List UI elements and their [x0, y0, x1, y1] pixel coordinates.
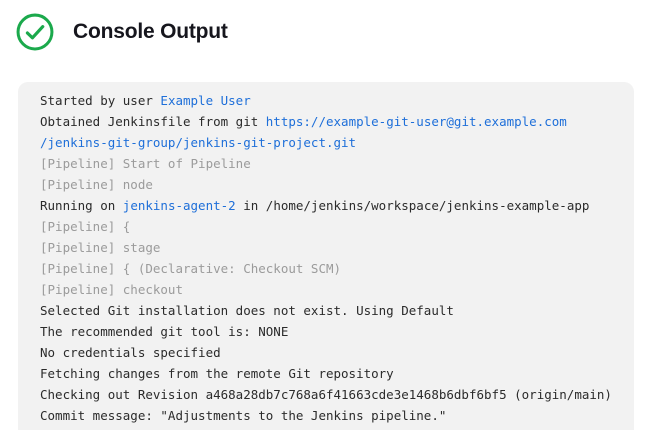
log-line: Commit message: "Adjustments to the Jenk… [40, 405, 620, 426]
log-text: The recommended git tool is: NONE [40, 324, 289, 339]
log-line: [Pipeline] stage [40, 237, 620, 258]
log-text-muted: [Pipeline] Start of Pipeline [40, 156, 251, 171]
log-text: Started by user [40, 93, 161, 108]
log-text: Running on [40, 198, 123, 213]
log-text-muted: [Pipeline] stage [40, 240, 161, 255]
page-title: Console Output [73, 20, 228, 43]
log-text: Fetching changes from the remote Git rep… [40, 366, 394, 381]
log-text-muted: [Pipeline] { [40, 219, 131, 234]
log-line: [Pipeline] checkout [40, 279, 620, 300]
page-header: Console Output [16, 12, 634, 52]
log-line: [Pipeline] { (Declarative: Checkout SCM) [40, 258, 620, 279]
log-link[interactable]: jenkins-agent-2 [122, 198, 236, 213]
log-text-muted: [Pipeline] checkout [40, 282, 183, 297]
log-line: Running on jenkins-agent-2 in /home/jenk… [40, 195, 620, 216]
log-text-muted: [Pipeline] node [40, 177, 153, 192]
log-line: [Pipeline] node [40, 174, 620, 195]
log-line: No credentials specified [40, 342, 620, 363]
log-line: Obtained Jenkinsfile from git https://ex… [40, 111, 620, 132]
log-line: Started by user Example User [40, 90, 620, 111]
log-line: Fetching changes from the remote Git rep… [40, 363, 620, 384]
log-text: Obtained Jenkinsfile from git [40, 114, 266, 129]
check-circle-icon [16, 13, 54, 51]
log-text: No credentials specified [40, 345, 221, 360]
log-link[interactable]: https://example-git-user@git.example.com [265, 114, 567, 129]
log-text-muted: [Pipeline] { (Declarative: Checkout SCM) [40, 261, 342, 276]
log-line: The recommended git tool is: NONE [40, 321, 620, 342]
log-line: Checking out Revision a468a28db7c768a6f4… [40, 384, 620, 405]
log-link[interactable]: /jenkins-git-group/jenkins-git-project.g… [40, 135, 357, 150]
log-line: Selected Git installation does not exist… [40, 300, 620, 321]
log-text: Selected Git installation does not exist… [40, 303, 454, 318]
log-line: /jenkins-git-group/jenkins-git-project.g… [40, 132, 620, 153]
log-line: [Pipeline] { [40, 216, 620, 237]
log-text: Commit message: "Adjustments to the Jenk… [40, 408, 447, 423]
log-line: [Pipeline] Start of Pipeline [40, 153, 620, 174]
log-text: Checking out Revision a468a28db7c768a6f4… [40, 387, 612, 402]
log-text: in /home/jenkins/workspace/jenkins-examp… [235, 198, 590, 213]
log-link[interactable]: Example User [160, 93, 251, 108]
